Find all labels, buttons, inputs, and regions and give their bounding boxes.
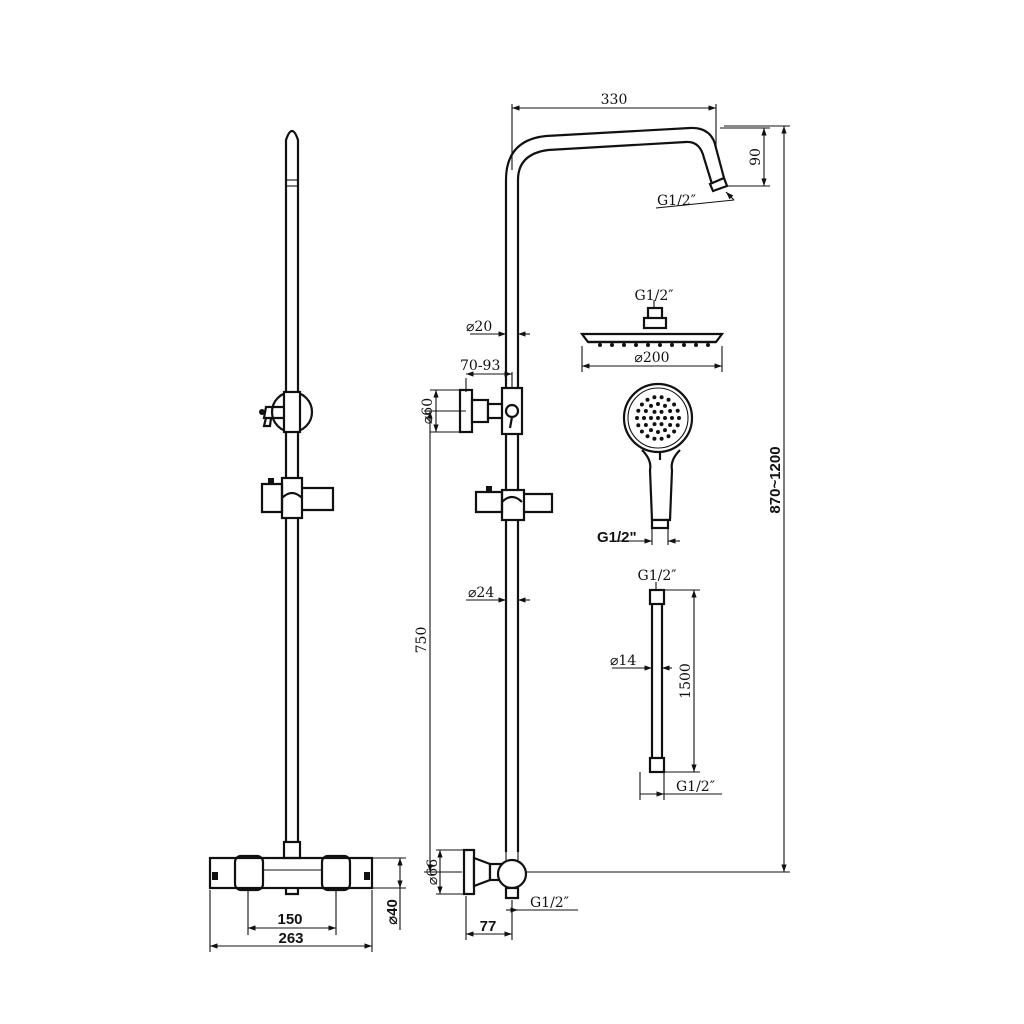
nozzle-dot <box>666 434 671 439</box>
front-view: 150 263 ⌀40 <box>208 129 406 952</box>
nozzle-dot <box>652 395 657 400</box>
hose-bottom-thread-label: G1/2″ <box>676 779 715 795</box>
valve-width-label: 263 <box>278 930 303 947</box>
overhead-nozzles <box>598 343 710 347</box>
hose-top-thread-label: G1/2″ <box>638 568 677 584</box>
nozzle-dot <box>659 409 664 414</box>
nozzle-dot <box>652 422 657 427</box>
valve-diameter-label: ⌀40 <box>384 899 401 925</box>
nozzle-dot <box>656 430 660 434</box>
rail-top-diameter-label: ⌀20 <box>466 319 492 335</box>
side-inlet <box>462 848 528 900</box>
nozzle-dot <box>672 429 677 434</box>
front-slider <box>260 476 335 520</box>
side-view: ⌀20 330 90 G1/2″ 870~1200 7 <box>414 92 790 940</box>
nozzle-dot <box>659 422 664 427</box>
rail-diameter-label: ⌀24 <box>468 585 494 601</box>
hand-shower-nozzles <box>635 395 681 441</box>
side-riser-arm <box>504 126 726 852</box>
front-dimensions: 150 263 ⌀40 <box>209 857 406 952</box>
nozzle-dot <box>645 397 650 402</box>
nozzle-dot <box>675 408 680 413</box>
valve-centres-label: 150 <box>277 911 302 928</box>
nozzle-dot <box>656 402 660 406</box>
bracket-adjust-label: 70-93 <box>460 358 500 374</box>
head-arm-drop-label: 90 <box>748 148 764 166</box>
nozzle-dot <box>643 409 648 413</box>
nozzle-dot <box>642 416 646 420</box>
total-height-label: 870~1200 <box>767 446 784 513</box>
nozzle-dot <box>635 416 639 420</box>
nozzle-dot <box>666 397 671 402</box>
overhead-diameter-label: ⌀200 <box>634 350 669 366</box>
bracket-spacing-label: 750 <box>414 627 430 654</box>
side-slider <box>474 486 554 522</box>
nozzle-dot <box>675 423 680 428</box>
inlet-diameter-label: ⌀66 <box>425 859 441 885</box>
head-arm-length-label: 330 <box>601 92 628 108</box>
nozzle-dot <box>670 416 674 420</box>
inlet-thread-label: G1/2″ <box>530 895 569 911</box>
nozzle-dot <box>677 416 681 420</box>
nozzle-dot <box>652 436 657 441</box>
nozzle-dot <box>659 436 664 441</box>
nozzle-dot <box>668 423 673 427</box>
nozzle-dot <box>652 409 657 414</box>
nozzle-dot <box>663 428 667 433</box>
hand-thread-label: G1/2" <box>597 529 637 546</box>
nozzle-dot <box>643 423 648 427</box>
overhead-shower: G1/2″ ⌀200 <box>579 288 725 372</box>
wall-offset-label: 77 <box>480 918 497 935</box>
nozzle-dot <box>649 403 653 408</box>
nozzle-dot <box>639 429 644 434</box>
nozzle-dot <box>663 416 667 420</box>
nozzle-dot <box>645 434 650 439</box>
nozzle-dot <box>649 416 653 420</box>
hose-diameter-label: ⌀14 <box>610 653 636 669</box>
front-valve-body <box>208 840 374 896</box>
hose-length-label: 1500 <box>678 663 694 699</box>
nozzle-dot <box>656 416 660 420</box>
overhead-thread-label: G1/2″ <box>635 288 674 304</box>
nozzle-dot <box>663 403 667 408</box>
front-rail <box>284 129 300 854</box>
nozzle-dot <box>672 402 677 407</box>
nozzle-dot <box>659 395 664 400</box>
hose: G1/2″ ⌀14 1500 G1/2″ <box>610 568 722 800</box>
head-arm-thread-label: G1/2″ <box>657 193 696 209</box>
nozzle-dot <box>668 409 673 413</box>
nozzle-dot <box>639 402 644 407</box>
front-wall-bracket <box>259 390 314 434</box>
hand-shower: G1/2" <box>597 382 694 546</box>
nozzle-dot <box>636 408 641 413</box>
nozzle-dot <box>636 423 641 428</box>
nozzle-dot <box>649 428 653 433</box>
side-wall-bracket <box>458 386 524 436</box>
